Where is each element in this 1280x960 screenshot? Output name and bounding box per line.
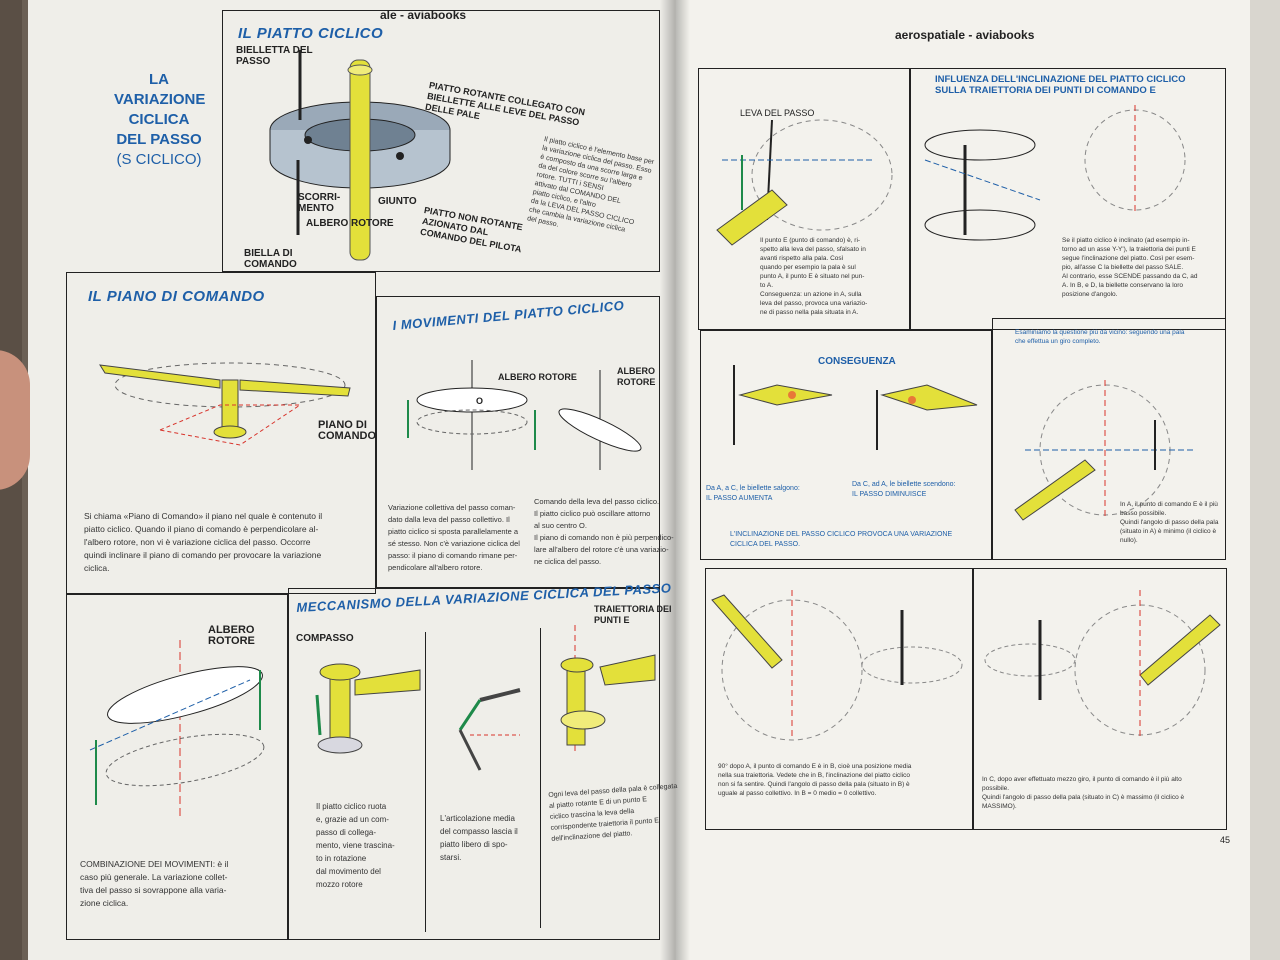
movimenti-caption-2: Comando della leva del passo ciclico. Il…	[534, 497, 674, 566]
influenza-panel-right	[910, 68, 1226, 330]
traiettoria-diagram	[560, 625, 656, 755]
movimenti-panel	[376, 296, 660, 588]
label-leva-passo: LEVA DEL PASSO	[740, 108, 815, 118]
main-title-line: VARIAZIONE	[114, 91, 206, 108]
influenza-panel-left	[698, 68, 910, 330]
influenza-caption-1: Il punto E (punto di comando) è, ri- spe…	[760, 237, 868, 316]
label-piano-comando: PIANO DI COMANDO	[318, 419, 377, 442]
bottom-panel-left	[705, 568, 973, 830]
page-number: 45	[1220, 835, 1231, 845]
conseguenza-diagram	[733, 365, 978, 450]
book-gutter	[660, 0, 690, 960]
meccanismo-caption-2: L'articolazione media del compasso lasci…	[440, 814, 518, 862]
label-compasso: COMPASSO	[296, 633, 354, 644]
label-albero-rotore-1: ALBERO ROTORE	[498, 372, 577, 382]
movimenti-caption-1: Variazione collettiva del passo coman- d…	[388, 503, 520, 572]
esaminiamo-diagram	[1014, 380, 1195, 521]
meccanismo-caption-1: Il piatto ciclico ruota e, grazie ad un …	[316, 802, 395, 889]
combinazione-panel	[66, 594, 288, 940]
piano-caption: Si chiama «Piano di Comando» il piano ne…	[84, 511, 323, 573]
leva-passo-diagram	[716, 119, 893, 246]
label-albero-rotore: ALBERO ROTORE	[306, 218, 394, 229]
swashplate-diagram	[269, 50, 451, 261]
rotation-diagram-right	[984, 590, 1221, 740]
rotation-diagram-left	[711, 590, 963, 741]
esaminiamo-caption-bottom: In A, il punto di comando E è il più bas…	[1120, 501, 1219, 544]
compasso-diagram	[315, 663, 421, 754]
conseguenza-left-note: Da A, a C, le biellette salgono: IL PASS…	[706, 485, 800, 502]
meccanismo-panel	[288, 588, 660, 940]
thumb	[0, 350, 30, 490]
label-biella-comando: BIELLA DI COMANDO	[244, 248, 297, 270]
conseguenza-footer: L'INCLINAZIONE DEL PASSO CICLICO PROVOCA…	[730, 531, 953, 548]
traiettoria-e-diagram	[924, 105, 1186, 241]
conseguenza-panel	[700, 330, 992, 560]
running-head-left: ale - aviabooks	[380, 8, 467, 22]
main-title-line: CICLICA	[128, 111, 190, 128]
piano-comando-title: IL PIANO DI COMANDO	[88, 288, 265, 305]
bottom-caption-right: In C, dopo aver effettuato mezzo giro, i…	[982, 776, 1185, 810]
conseguenza-right-note: Da C, ad A, le biellette scendono: IL PA…	[852, 481, 956, 498]
esaminiamo-caption-top: Esaminiamo la questione più da vicino: s…	[1015, 329, 1185, 345]
bottom-caption-left: 90° dopo A, il punto di comando E è in B…	[718, 763, 912, 797]
influenza-caption-2: Se il piatto ciclico è inclinato (ad ese…	[1062, 237, 1198, 298]
label-giunto: GIUNTO	[378, 196, 417, 207]
main-title: LA VARIAZIONE CICLICA DEL PASSO (S CICLI…	[114, 70, 206, 170]
label-traiettoria: TRAIETTORIA DEI PUNTI E	[594, 604, 672, 625]
piano-comando-panel	[66, 272, 376, 594]
page-edges	[1250, 0, 1280, 960]
piatto-ciclico-panel	[222, 10, 660, 272]
rotor-plane-diagram	[99, 362, 351, 446]
label-albero-rotore-2: ALBERO ROTORE	[617, 366, 656, 387]
label-bielletta-passo: BIELLETTA DEL PASSO	[236, 45, 313, 67]
main-title-line: (S CICLICO)	[116, 151, 202, 168]
label-albero-rotore-3: ALBERO ROTORE	[208, 624, 255, 647]
running-head-right: aerospatiale - aviabooks	[895, 28, 1035, 42]
combinazione-caption: COMBINAZIONE DEI MOVIMENTI: è il caso pi…	[80, 859, 229, 908]
esaminiamo-panel	[992, 318, 1226, 560]
movements-diagram	[407, 360, 642, 470]
meccanismo-divider-2	[540, 628, 541, 928]
combination-diagram	[89, 640, 265, 820]
label-point-o: O	[476, 396, 484, 406]
conseguenza-title: CONSEGUENZA	[818, 356, 896, 367]
bottom-panel-right	[973, 568, 1227, 830]
meccanismo-divider-1	[425, 632, 426, 932]
main-title-line: DEL PASSO	[116, 131, 202, 148]
label-scorrimento: SCORRI- MENTO	[298, 192, 341, 214]
influenza-title: INFLUENZA DELL'INCLINAZIONE DEL PIATTO C…	[935, 74, 1186, 96]
articolazione-diagram	[458, 688, 521, 771]
piatto-ciclico-title: IL PIATTO CICLICO	[238, 25, 384, 42]
main-title-line: LA	[149, 71, 169, 88]
meccanismo-caption-3: Ogni leva del passo della pala è collega…	[548, 782, 678, 843]
